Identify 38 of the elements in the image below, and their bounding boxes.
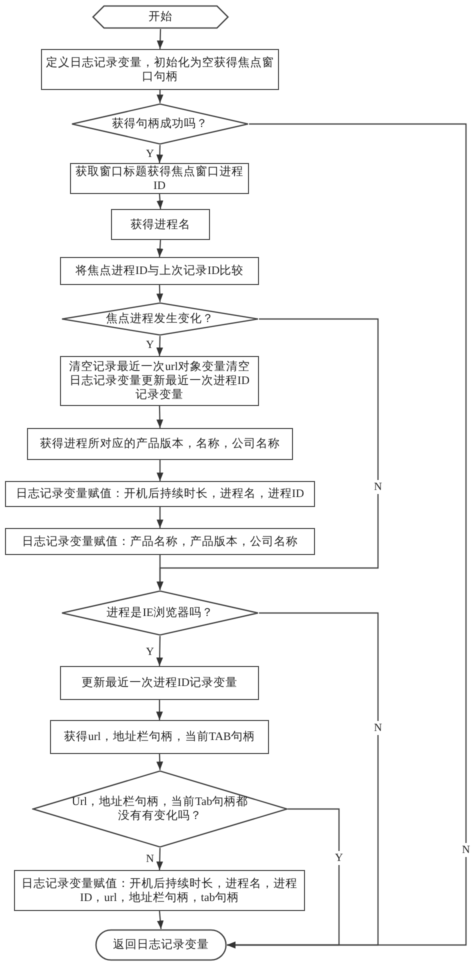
arrow bbox=[156, 90, 164, 103]
edge-label: Y bbox=[334, 851, 344, 865]
process-box: 清空记录最近一次url对象变量清空日志记录变量更新最近一次进程ID记录变量 bbox=[60, 356, 259, 406]
arrow bbox=[156, 507, 164, 528]
process-box: 更新最近一次进程ID记录变量 bbox=[60, 666, 259, 700]
process-box: 日志记录变量赋值：开机后持续时长，进程名，进程ID，url，地址栏句柄，tab句柄 bbox=[14, 870, 305, 911]
edge-label: N bbox=[373, 480, 383, 494]
arrow bbox=[156, 910, 164, 930]
process-box: 获得进程所对应的产品版本，名称，公司名称 bbox=[27, 428, 293, 460]
process-box: 日志记录变量赋值：开机后持续时长，进程名，进程ID bbox=[5, 481, 315, 507]
arrow bbox=[156, 194, 164, 210]
arrow bbox=[156, 28, 164, 50]
arrow bbox=[156, 284, 164, 302]
decision-diamond: 焦点进程发生变化？ bbox=[61, 302, 259, 336]
arrow bbox=[156, 318, 379, 590]
decision-diamond: 获得句柄成功吗？ bbox=[71, 103, 249, 145]
arrow bbox=[156, 848, 164, 870]
arrow bbox=[156, 754, 164, 770]
process-box: 获取窗口标题获得焦点窗口进程ID bbox=[70, 163, 249, 194]
edge-label: N bbox=[373, 721, 383, 735]
arrow bbox=[156, 406, 164, 428]
arrow bbox=[156, 336, 164, 356]
start-hexagon: 开始 bbox=[92, 5, 229, 29]
arrow bbox=[156, 460, 164, 481]
process-box: 日志记录变量赋值：产品名称，产品版本，公司名称 bbox=[5, 528, 315, 555]
end-terminal: 返回日志记录变量 bbox=[95, 929, 227, 961]
process-box: 获得url，地址栏句柄，当前TAB句柄 bbox=[50, 720, 269, 754]
arrow bbox=[156, 144, 164, 164]
process-box: 定义日志记录变量，初始化为空获得焦点窗口句柄 bbox=[41, 49, 279, 90]
decision-diamond: 进程是IE浏览器吗？ bbox=[61, 590, 259, 636]
edge-label: N bbox=[461, 843, 471, 857]
arrow bbox=[156, 240, 164, 258]
process-box: 获得进程名 bbox=[111, 209, 210, 240]
arrow bbox=[156, 700, 163, 720]
decision-diamond: Url，地址栏句柄，当前Tab句柄都没有有变化吗？ bbox=[32, 770, 288, 848]
arrow bbox=[227, 123, 467, 948]
arrow bbox=[156, 636, 163, 666]
process-box: 将焦点进程ID与上次记录ID比较 bbox=[60, 257, 259, 285]
